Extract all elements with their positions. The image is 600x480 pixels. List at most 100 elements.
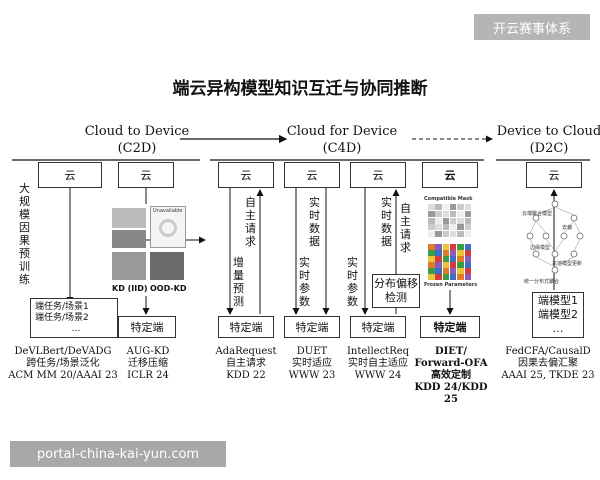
caption-devlbert-venue: ACM MM 20/AAAI 23 bbox=[8, 370, 118, 382]
caption-adarequest-desc: 自主请求 bbox=[210, 358, 282, 370]
caption-intellectreq-name: IntellectReq bbox=[340, 346, 416, 358]
caption-adarequest-name: AdaRequest bbox=[210, 346, 282, 358]
caption-diet-venue: KDD 24/KDD 25 bbox=[410, 382, 492, 406]
unavailable-panel: Unavailable bbox=[150, 206, 186, 248]
d2c-network-diagram: 云端聚合模型 去偏 边缘模型 本地模型更新 统一分布式聚合 bbox=[522, 196, 588, 286]
cloud-box-intellect: 云 bbox=[350, 162, 406, 188]
task-ellipsis: … bbox=[72, 324, 81, 335]
frozen-cell bbox=[450, 244, 457, 250]
kd-image-b bbox=[112, 230, 146, 248]
device-box-c2d: 特定端 bbox=[118, 316, 176, 338]
frozen-cell bbox=[457, 244, 464, 250]
mask-cell bbox=[443, 211, 450, 217]
ood-kd-label: OOD-KD bbox=[150, 284, 187, 293]
frozen-cell bbox=[428, 274, 435, 280]
cloud-box-c2d-right: 云 bbox=[118, 162, 174, 188]
no-entry-icon bbox=[159, 219, 177, 237]
frozen-cell bbox=[443, 268, 450, 274]
mask-cell bbox=[443, 231, 450, 237]
mask-cell bbox=[465, 231, 472, 237]
ada-request-label: 自主请求 bbox=[244, 196, 257, 248]
cloud-label: 云 bbox=[549, 167, 560, 183]
mask-cell bbox=[457, 218, 464, 224]
device-box-intellect: 特定端 bbox=[350, 316, 406, 338]
mask-cell bbox=[457, 231, 464, 237]
task-label-1: 端任务/场景1 bbox=[35, 302, 89, 313]
mask-cell bbox=[465, 218, 472, 224]
caption-devlbert-desc: 跨任务/场景泛化 bbox=[8, 358, 118, 370]
frozen-cell bbox=[457, 256, 464, 262]
unavailable-label: Unavailable bbox=[153, 208, 182, 214]
d2c-small-bottom: 本地模型更新 bbox=[552, 260, 582, 267]
frozen-cell bbox=[435, 274, 442, 280]
frozen-cell bbox=[428, 250, 435, 256]
device-box-diet: 特定端 bbox=[420, 316, 480, 338]
frozen-cell bbox=[465, 250, 472, 256]
d2c-small-top: 云端聚合模型 bbox=[522, 210, 552, 217]
frozen-cell bbox=[443, 256, 450, 262]
compatible-mask-grid bbox=[428, 204, 472, 238]
kd-image-a bbox=[112, 208, 146, 228]
caption-diet-name: DIET/ bbox=[410, 346, 492, 358]
device-box-ada: 特定端 bbox=[218, 316, 274, 338]
dist-shift-box: 分布偏移检测 bbox=[372, 274, 420, 308]
mask-cell bbox=[450, 211, 457, 217]
cloud-box-duet: 云 bbox=[284, 162, 340, 188]
caption-fedcfa-name: FedCFA/CausalD bbox=[500, 346, 596, 358]
frozen-cell bbox=[457, 268, 464, 274]
mask-cell bbox=[428, 204, 435, 210]
mask-cell bbox=[428, 224, 435, 230]
end-model-1: 端模型1 bbox=[538, 294, 578, 308]
caption-intellectreq-venue: WWW 24 bbox=[340, 370, 416, 382]
mask-cell bbox=[435, 211, 442, 217]
cloud-label: 云 bbox=[241, 167, 252, 183]
caption-augkd-desc: 迁移压缩 bbox=[116, 358, 180, 370]
device-label: 特定端 bbox=[362, 319, 395, 335]
frozen-cell bbox=[443, 262, 450, 268]
dist-shift-label: 分布偏移检测 bbox=[374, 277, 418, 305]
frozen-cell bbox=[435, 256, 442, 262]
mask-cell bbox=[435, 204, 442, 210]
caption-adarequest: AdaRequest 自主请求 KDD 22 bbox=[210, 346, 282, 382]
cloud-label: 云 bbox=[65, 167, 76, 183]
task-box: 端任务/场景1 端任务/场景2 … bbox=[30, 298, 118, 338]
caption-intellectreq-desc: 实时自主适应 bbox=[340, 358, 416, 370]
ood-kd-image bbox=[150, 252, 184, 280]
footer-url-badge: portal-china-kai-yun.com bbox=[10, 441, 226, 467]
frozen-params-grid bbox=[428, 244, 472, 280]
cloud-label: 云 bbox=[445, 167, 456, 183]
cloud-box-d2c: 云 bbox=[526, 162, 582, 188]
mask-cell bbox=[450, 231, 457, 237]
cloud-label: 云 bbox=[141, 167, 152, 183]
end-model-ellipsis: … bbox=[553, 322, 564, 336]
frozen-cell bbox=[435, 262, 442, 268]
frozen-cell bbox=[435, 250, 442, 256]
mask-cell bbox=[428, 231, 435, 237]
caption-diet-name2: Forward-OFA bbox=[410, 358, 492, 370]
cloud-box-ada: 云 bbox=[218, 162, 274, 188]
cloud-box-c2d-left: 云 bbox=[38, 162, 102, 188]
mask-cell bbox=[457, 224, 464, 230]
caption-devlbert: DeVLBert/DeVADG 跨任务/场景泛化 ACM MM 20/AAAI … bbox=[8, 346, 118, 382]
caption-duet-venue: WWW 23 bbox=[280, 370, 344, 382]
compatible-mask-label: Compatible Mask bbox=[424, 196, 472, 202]
frozen-cell bbox=[443, 244, 450, 250]
frozen-cell bbox=[457, 250, 464, 256]
caption-devlbert-name: DeVLBert/DeVADG bbox=[8, 346, 118, 358]
mask-cell bbox=[465, 224, 472, 230]
frozen-cell bbox=[465, 244, 472, 250]
kd-iid-label: KD (IID) bbox=[112, 284, 148, 293]
cloud-box-diet: 云 bbox=[422, 162, 478, 188]
mask-cell bbox=[435, 224, 442, 230]
mask-cell bbox=[443, 224, 450, 230]
frozen-cell bbox=[428, 262, 435, 268]
frozen-cell bbox=[450, 250, 457, 256]
task-label-2: 端任务/场景2 bbox=[35, 313, 89, 324]
frozen-cell bbox=[435, 268, 442, 274]
caption-augkd-name: AUG-KD bbox=[116, 346, 180, 358]
mask-cell bbox=[457, 204, 464, 210]
kd-iid-image bbox=[112, 252, 146, 280]
kd-sample-grid bbox=[112, 252, 184, 282]
caption-diet-desc: 高效定制 bbox=[410, 370, 492, 382]
mask-cell bbox=[435, 218, 442, 224]
